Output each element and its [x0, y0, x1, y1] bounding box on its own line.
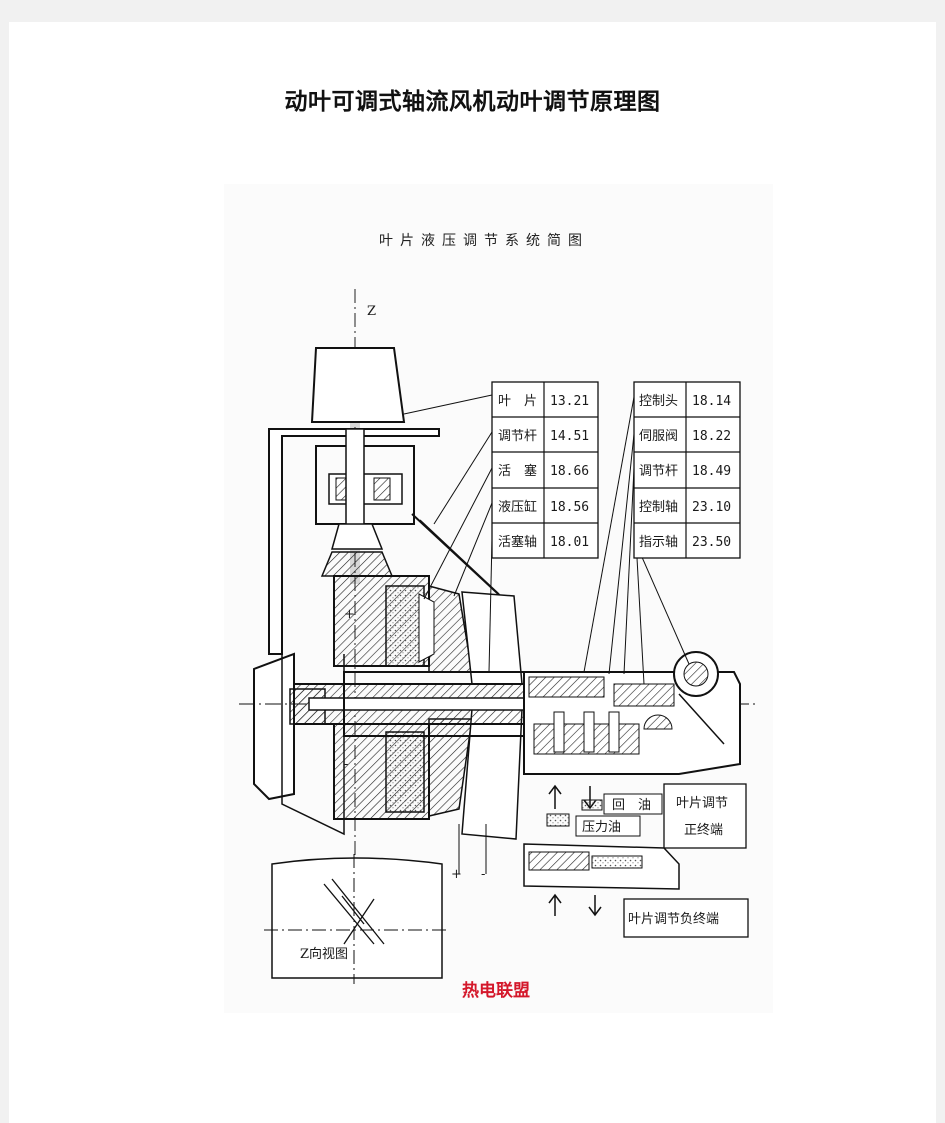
left-label-table: 叶 片 13.21 调节杆 14.51 活 塞 18.66 液压缸 18.56 …	[491, 381, 599, 559]
label-control-shaft-name: 控制轴	[639, 500, 678, 515]
z-axis-label: Z	[367, 304, 376, 319]
diagram-drawing: Z	[239, 289, 759, 984]
label-piston-shaft-code: 18.01	[550, 535, 589, 550]
plus-marker: +	[451, 867, 462, 882]
figure-title: 叶片液压调节系统简图	[379, 233, 589, 249]
label-cylinder-code: 18.56	[550, 500, 589, 515]
label-control-head-code: 18.14	[692, 394, 731, 409]
z-view-label: Z向视图	[300, 946, 348, 962]
label-piston-code: 18.66	[550, 464, 589, 479]
negative-end-label: 叶片调节负终端	[628, 911, 719, 927]
label-indicator-shaft-name: 指示轴	[639, 535, 678, 550]
right-label-table: 控制头 18.14 伺服阀 18.22 调节杆 18.49 控制轴 23.10 …	[633, 381, 741, 559]
minus-marker: -	[481, 867, 485, 882]
return-oil-label: 回 油	[612, 798, 651, 813]
watermark: 热电联盟	[462, 981, 530, 1001]
label-blade-name: 叶 片	[498, 394, 537, 409]
plus-marker: +	[344, 607, 355, 622]
label-piston-name: 活 塞	[498, 463, 537, 479]
down-arrow-icon	[588, 895, 602, 917]
up-arrow-icon	[548, 784, 562, 809]
label-cylinder-name: 液压缸	[498, 499, 537, 515]
positive-end-line2: 正终端	[684, 822, 723, 838]
label-piston-shaft-name: 活塞轴	[498, 534, 537, 550]
pressure-oil-label: 压力油	[582, 820, 621, 835]
z-view-inset: Z向视图	[264, 854, 449, 984]
label-indicator-shaft-code: 23.50	[692, 535, 731, 550]
label-adjust-rod-name: 调节杆	[498, 429, 537, 444]
oil-legend: 回 油 压力油	[546, 784, 663, 837]
hub-frame-inner	[315, 445, 415, 525]
hub-frame-left	[268, 428, 440, 655]
label-servo-valve-name: 伺服阀	[639, 429, 678, 444]
hydraulic-diagram-figure: 叶片液压调节系统简图 Z	[224, 184, 773, 1013]
up-arrow-icon	[548, 893, 562, 916]
page-title: 动叶可调式轴流风机动叶调节原理图	[284, 89, 661, 115]
blade-stem	[345, 428, 365, 540]
label-right-rod-name: 调节杆	[639, 464, 678, 479]
label-control-head-name: 控制头	[639, 394, 678, 409]
label-servo-valve-code: 18.22	[692, 429, 731, 444]
label-blade-code: 13.21	[550, 394, 589, 409]
label-adjust-rod-code: 14.51	[550, 429, 589, 444]
minus-marker: -	[344, 757, 348, 772]
label-control-shaft-code: 23.10	[692, 500, 731, 515]
positive-end-line1: 叶片调节	[676, 796, 728, 811]
blade-shape	[310, 347, 406, 423]
label-right-rod-code: 18.49	[692, 464, 731, 479]
